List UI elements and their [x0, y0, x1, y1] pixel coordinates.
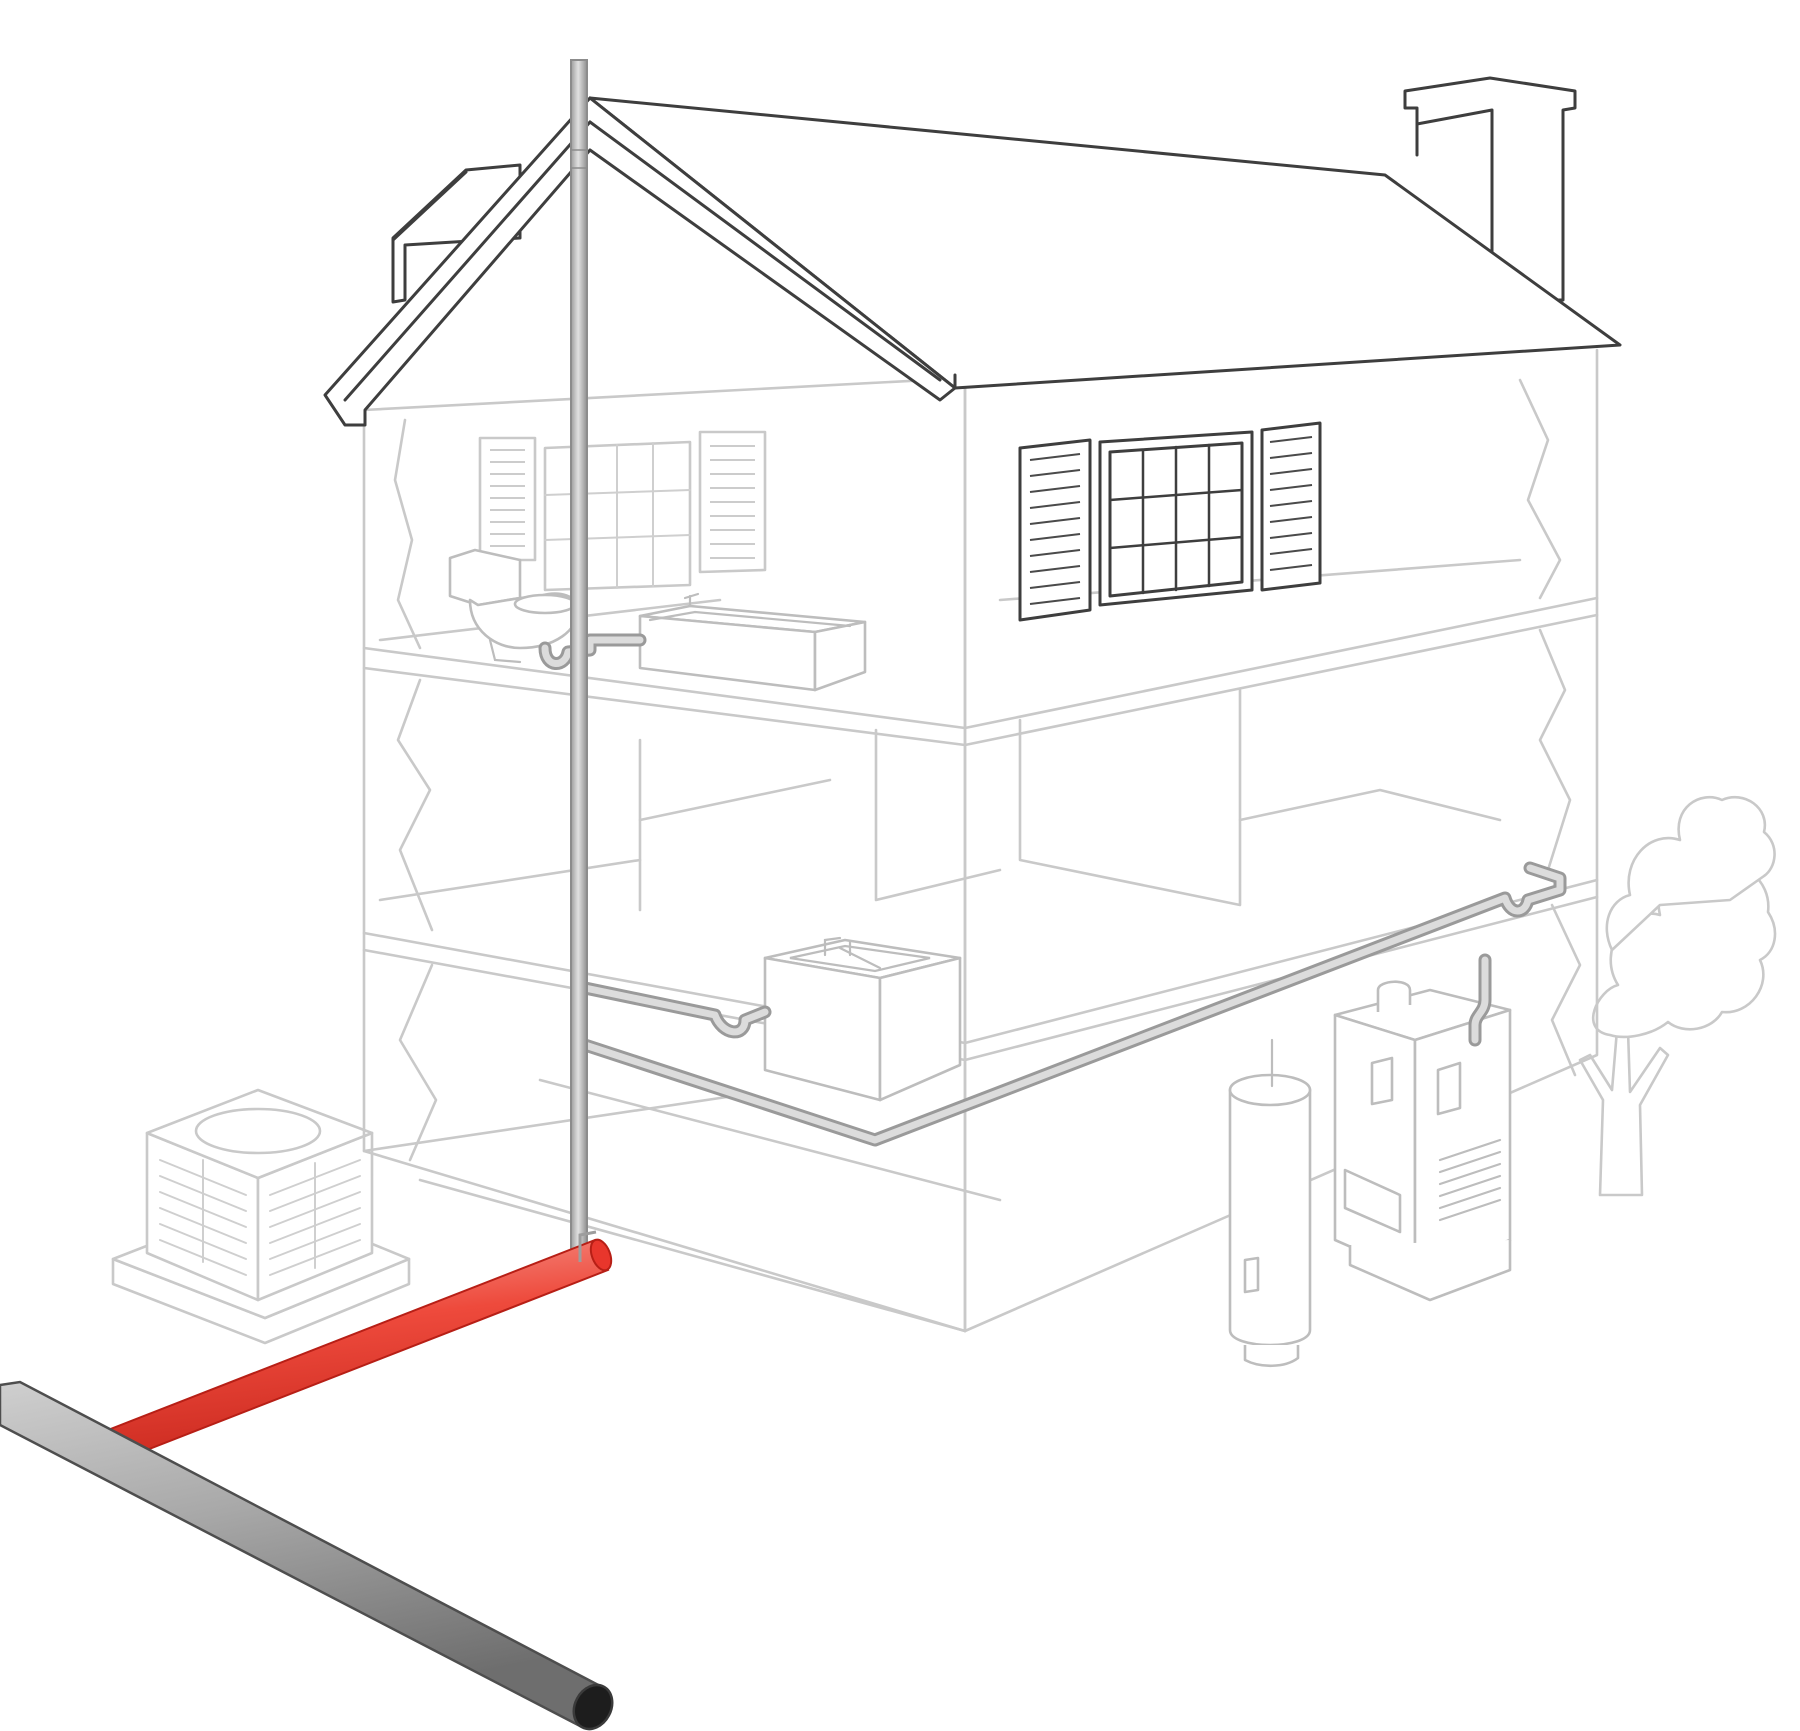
kitchen-sink-icon: [763, 936, 962, 1102]
ac-condenser-icon: [111, 1088, 411, 1345]
sewer-main-pipe-icon: [0, 1380, 614, 1731]
house-icon: [362, 348, 1599, 1333]
toilet-icon: [448, 548, 580, 664]
roof-icon: [323, 96, 1622, 427]
window-icon: [478, 421, 1322, 622]
tree-icon: [1578, 795, 1777, 1197]
vent-stack-icon: [570, 59, 588, 1261]
bathtub-icon: [638, 592, 867, 692]
water-heater-icon: [1228, 1038, 1312, 1368]
drain-pipe-icon: [578, 861, 1567, 1147]
furnace-icon: [1333, 953, 1512, 1302]
bathroom-drain-pipe-icon: [538, 633, 647, 670]
